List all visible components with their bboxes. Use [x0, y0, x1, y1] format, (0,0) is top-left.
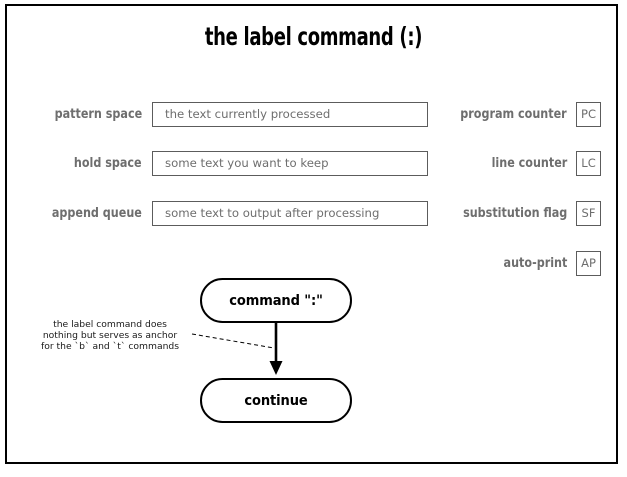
register-label-substitution-flag: substitution flag [462, 205, 567, 221]
register-label-hold-space: hold space [74, 155, 142, 171]
register-value-substitution-flag[interactable]: SF [576, 200, 601, 226]
register-row-append-queue: append queue some text to output after p… [24, 200, 428, 226]
register-label-auto-print: auto-print [503, 255, 567, 271]
register-value-line-counter[interactable]: LC [576, 150, 601, 176]
register-row-auto-print: auto-print AP [430, 250, 601, 276]
register-row-substitution-flag: substitution flag SF [430, 200, 601, 226]
register-row-hold-space: hold space some text you want to keep [24, 150, 428, 176]
register-row-program-counter: program counter PC [430, 101, 601, 127]
register-value-auto-print[interactable]: AP [576, 250, 601, 276]
register-label-line-counter: line counter [491, 155, 567, 171]
register-label-pattern-space: pattern space [54, 106, 142, 122]
annotation-text: the label command does nothing but serve… [40, 319, 180, 353]
register-value-hold-space[interactable]: some text you want to keep [152, 150, 428, 176]
register-label-append-queue: append queue [51, 205, 142, 221]
flow-node-command[interactable]: command ":" [200, 278, 352, 323]
register-row-line-counter: line counter LC [430, 150, 601, 176]
page-title: the label command (:) [204, 22, 423, 51]
register-value-pattern-space[interactable]: the text currently processed [152, 101, 428, 127]
register-row-pattern-space: pattern space the text currently process… [24, 101, 428, 127]
register-value-append-queue[interactable]: some text to output after processing [152, 200, 428, 226]
register-label-program-counter: program counter [460, 106, 567, 122]
register-value-program-counter[interactable]: PC [576, 101, 601, 127]
flow-node-continue[interactable]: continue [200, 378, 352, 423]
